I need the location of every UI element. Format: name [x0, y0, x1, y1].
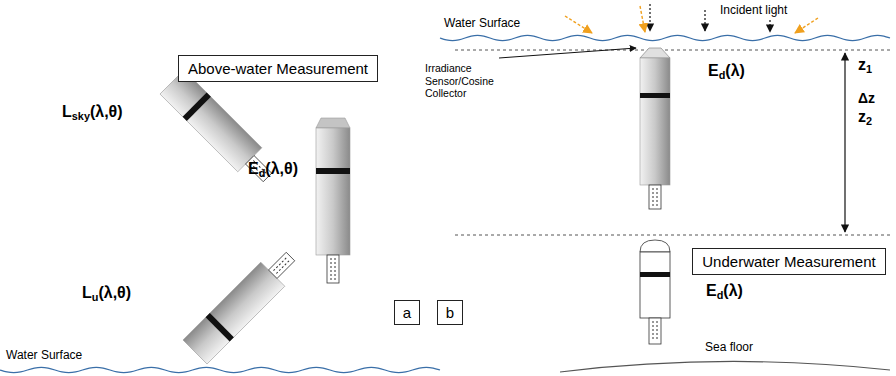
subscript: d	[717, 289, 724, 301]
text-part: z	[858, 56, 866, 73]
light-ray	[640, 6, 645, 32]
text-part: E	[708, 62, 719, 79]
box-text: Underwater Measurement	[702, 253, 875, 270]
subscript: d	[259, 167, 266, 179]
wave-line	[440, 35, 890, 40]
sensor-band	[640, 93, 670, 98]
connector-pin	[331, 258, 332, 280]
depth-arrow	[844, 53, 845, 232]
sensor-band	[183, 93, 211, 121]
sensor-body	[183, 262, 285, 364]
text-part: L	[62, 103, 72, 120]
sensor-band	[316, 168, 350, 174]
text-part: z	[858, 108, 866, 125]
text-part: (λ,θ)	[90, 103, 123, 120]
irradiance-sensor	[316, 118, 350, 283]
irradiance-sensor	[640, 240, 670, 344]
connector-pin	[276, 260, 289, 273]
sensor-connector	[327, 255, 339, 283]
surface-label: Water Surface	[6, 348, 82, 362]
water-radiance-sensor	[183, 245, 303, 365]
panel-letter: b	[437, 300, 463, 325]
connector-pin	[653, 188, 654, 206]
light-ray	[704, 10, 705, 31]
sensor-cap	[316, 118, 350, 128]
depth-label: z2	[858, 108, 872, 126]
text-part: L	[82, 284, 92, 301]
text-part: (λ)	[723, 282, 743, 299]
subscript: 2	[866, 115, 872, 127]
incident-light-arrows	[565, 4, 818, 33]
cosine-collector	[640, 48, 670, 58]
sensor-connector	[649, 318, 661, 344]
sensor-label: Ed(λ)	[708, 62, 745, 80]
sensor-label: Ed(λ)	[706, 282, 743, 300]
box-text: b	[446, 304, 454, 321]
sensor-band	[206, 313, 234, 341]
subscript: d	[719, 69, 726, 81]
connector-pin	[273, 257, 286, 270]
connector-pin	[657, 321, 658, 341]
title-box: Above-water Measurement	[178, 55, 378, 82]
light-ray	[565, 16, 592, 33]
wave-line	[0, 367, 440, 372]
text-part: (λ)	[725, 62, 745, 79]
light-ray	[769, 20, 770, 32]
sensor-label: Ed(λ,θ)	[248, 160, 298, 178]
subscript: sky	[72, 110, 90, 122]
connector-pin	[335, 258, 336, 280]
sensor-body	[160, 70, 262, 172]
sensor-connector	[269, 252, 295, 278]
sea-floor	[560, 361, 890, 372]
depth-label: z1	[858, 56, 872, 74]
depth-line	[455, 235, 890, 236]
box-text: Above-water Measurement	[188, 60, 368, 77]
sensor-label: Lu(λ,θ)	[82, 284, 131, 302]
title-box: Underwater Measurement	[692, 248, 885, 275]
water-surface	[0, 35, 890, 372]
sensor-body	[640, 252, 670, 318]
text-part: E	[248, 160, 259, 177]
sensor-body	[316, 128, 350, 255]
light-ray	[649, 4, 650, 31]
text-part: (λ,θ)	[98, 284, 131, 301]
depth-line	[455, 50, 890, 51]
subscript: 1	[866, 63, 872, 75]
light-ray	[795, 18, 818, 33]
leader-line	[499, 48, 636, 58]
sensor-cap	[640, 240, 670, 252]
sensor-body	[640, 58, 670, 185]
box-text: a	[403, 304, 411, 321]
text-part: E	[706, 282, 717, 299]
sensor-label: Lsky(λ,θ)	[62, 103, 123, 121]
connector-pin	[653, 321, 654, 341]
text-part: (λ,θ)	[265, 160, 298, 177]
sensor-connector	[649, 185, 661, 209]
connector-pin	[657, 188, 658, 206]
subscript: u	[92, 291, 99, 303]
irradiance-sensor	[640, 48, 670, 209]
light-label: Incident light	[720, 3, 787, 17]
callout-label: Irradiance Sensor/Cosine Collector	[425, 62, 499, 100]
sky-radiance-sensor	[160, 70, 280, 190]
floor-label: Sea floor	[705, 340, 753, 354]
sensor-band	[640, 272, 670, 277]
panel-letter: a	[394, 300, 420, 325]
depth-label: Δz	[858, 90, 875, 106]
surface-label: Water Surface	[444, 16, 520, 30]
